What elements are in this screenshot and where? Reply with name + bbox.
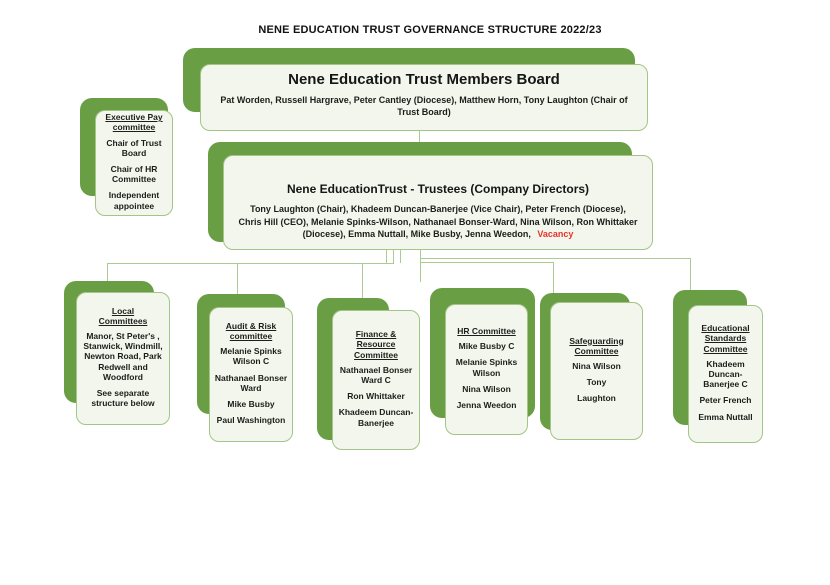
- connector-drop-educational: [690, 258, 691, 291]
- committee-member: Nathanael Bonser Ward C: [339, 364, 413, 385]
- trustees-vacancy: Vacancy: [537, 229, 574, 240]
- safeguarding-title: Safeguarding Committee: [569, 335, 624, 356]
- members-board-names: Pat Worden, Russell Hargrave, Peter Cant…: [220, 95, 628, 118]
- committee-member: Mike Busby C: [458, 341, 515, 352]
- committee-member: Peter French: [699, 395, 752, 406]
- educational-standards-box: Educational Standards Committee Khadeem …: [688, 305, 763, 443]
- connector-drop-finance: [362, 263, 363, 299]
- hr-committee-box: HR Committee Mike Busby C Melanie Spinks…: [445, 304, 528, 435]
- committee-member: Melanie Spinks Wilson C: [220, 346, 282, 367]
- local-committees-box: Local Committees Manor, St Peter's , Sta…: [76, 292, 170, 425]
- committee-member: Emma Nuttall: [698, 411, 753, 422]
- committee-member: Khadeem Duncan-Banerjee: [338, 407, 414, 428]
- safeguarding-box: Safeguarding Committee Nina Wilson Tony …: [550, 302, 643, 440]
- connector-trunk-left: [107, 263, 393, 264]
- members-board-box: Nene Education Trust Members Board Pat W…: [200, 64, 648, 131]
- page-title: NENE EDUCATION TRUST GOVERNANCE STRUCTUR…: [258, 24, 602, 36]
- audit-risk-box: Audit & Risk committee Melanie Spinks Wi…: [209, 307, 293, 442]
- connector-trunk-right-2: [420, 262, 553, 263]
- connector-stub-1: [386, 246, 387, 264]
- committee-member: Laughton: [577, 393, 616, 404]
- trustees-names: Tony Laughton (Chair), Khadeem Duncan-Ba…: [238, 203, 638, 241]
- local-committees-title: Local Committees: [98, 305, 148, 326]
- committee-member: Manor, St Peter's , Stanwick, Windmill, …: [83, 331, 163, 382]
- connector-drop-local: [107, 263, 108, 282]
- committee-note: See separate structure below: [91, 387, 155, 409]
- educational-standards-title: Educational Standards Committee: [701, 323, 750, 354]
- finance-resource-box: Finance & Resource Committee Nathanael B…: [332, 310, 420, 450]
- connector-members-trustees: [419, 129, 420, 143]
- committee-member: Independent appointee: [108, 190, 160, 211]
- executive-pay-title: Executive Pay committee: [105, 112, 163, 133]
- committee-member: Nathanael Bonser Ward: [214, 372, 288, 393]
- audit-risk-title: Audit & Risk committee: [225, 320, 277, 341]
- committee-member: Ron Whittaker: [347, 391, 405, 402]
- trustees-title: Nene EducationTrust - Trustees (Company …: [286, 182, 590, 197]
- members-board-title: Nene Education Trust Members Board: [288, 71, 560, 88]
- trustees-names-text: Tony Laughton (Chair), Khadeem Duncan-Ba…: [238, 204, 638, 240]
- connector-drop-hr: [420, 246, 421, 282]
- executive-pay-box: Executive Pay committee Chair of Trust B…: [95, 110, 173, 216]
- connector-stub-2: [393, 246, 394, 264]
- committee-member: Nina Wilson: [572, 360, 621, 371]
- hr-committee-title: HR Committee: [457, 325, 516, 336]
- committee-member: Tony: [586, 377, 607, 388]
- trustees-box: Nene EducationTrust - Trustees (Company …: [223, 155, 653, 250]
- committee-member: Khadeem Duncan-Banerjee C: [703, 358, 748, 390]
- committee-member: Melanie Spinks Wilson: [455, 357, 518, 378]
- connector-stub-3: [400, 246, 401, 263]
- committee-member: Nina Wilson: [462, 383, 511, 394]
- committee-member: Chair of Trust Board: [106, 137, 162, 158]
- finance-resource-title: Finance & Resource Committee: [354, 329, 398, 360]
- committee-member: Mike Busby: [227, 398, 275, 409]
- committee-member: Jenna Weedon: [456, 399, 517, 410]
- connector-trunk-right-1: [420, 258, 690, 259]
- connector-drop-audit: [237, 263, 238, 295]
- committee-member: Chair of HR Committee: [110, 164, 158, 185]
- connector-drop-safeguarding: [553, 262, 554, 294]
- committee-member: Paul Washington: [216, 415, 286, 426]
